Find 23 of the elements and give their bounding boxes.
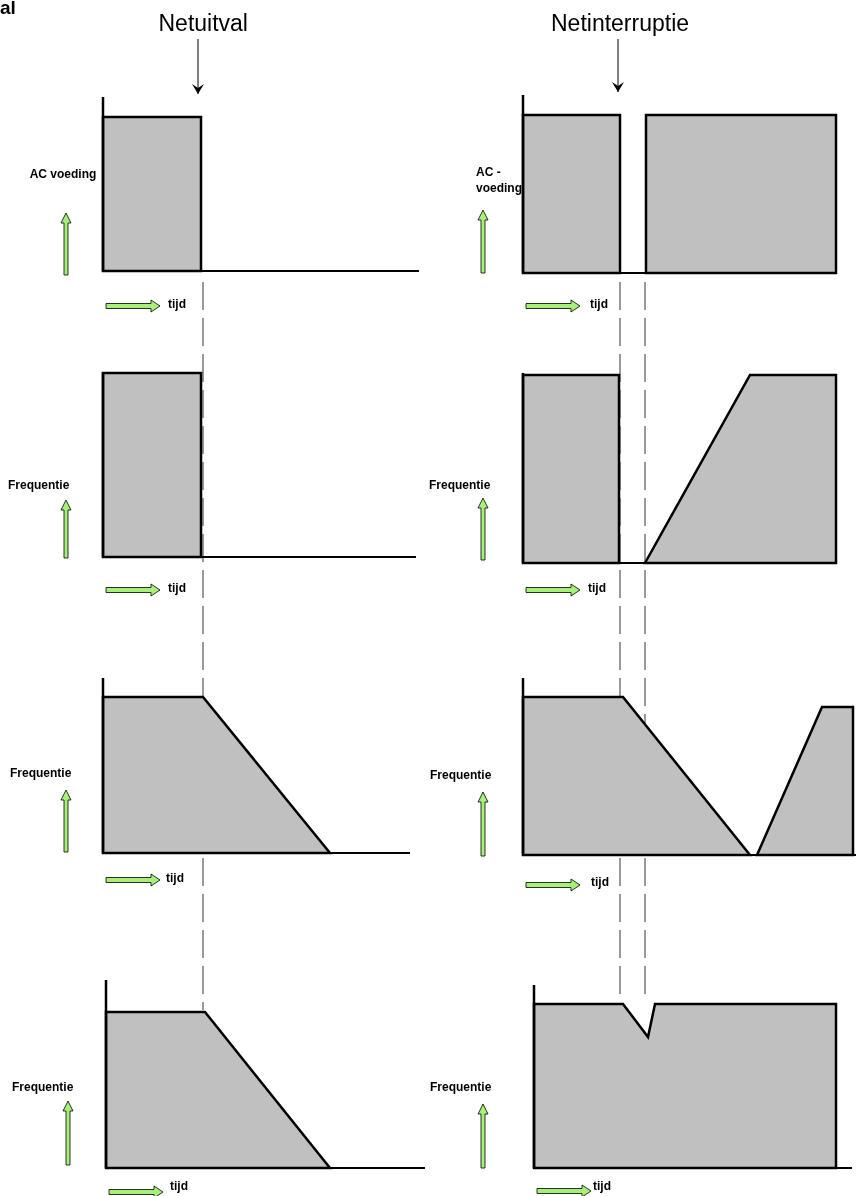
axis-label: tijd xyxy=(170,1178,188,1194)
heading-text: al xyxy=(0,0,17,16)
axis-label: Frequentie xyxy=(429,477,491,493)
axis-label: tijd xyxy=(588,580,606,596)
leader-arrow xyxy=(612,38,624,93)
title-text: Netinterruptie xyxy=(551,10,690,36)
axis-label: tijd xyxy=(593,1178,611,1194)
waveform-plot-drawing xyxy=(101,97,420,273)
leader-arrow xyxy=(192,38,204,95)
axis-label: tijd xyxy=(590,296,609,312)
title-text: Netuitval xyxy=(158,10,248,36)
axis-label: tijd xyxy=(166,870,184,886)
axis-label: Frequentie xyxy=(12,1079,74,1095)
axis-label: AC - voeding xyxy=(476,164,523,196)
axis-label: tijd xyxy=(591,874,609,890)
axis-label: Frequentie xyxy=(430,1079,492,1095)
axis-label: Frequentie xyxy=(10,765,72,781)
axis-label: tijd xyxy=(168,296,187,312)
axis-label: Frequentie xyxy=(8,477,70,493)
axis-label: AC voeding xyxy=(28,166,98,182)
axis-label: tijd xyxy=(168,580,186,596)
waveform-plot-drawing xyxy=(521,95,838,275)
axis-label: Frequentie xyxy=(430,767,492,783)
